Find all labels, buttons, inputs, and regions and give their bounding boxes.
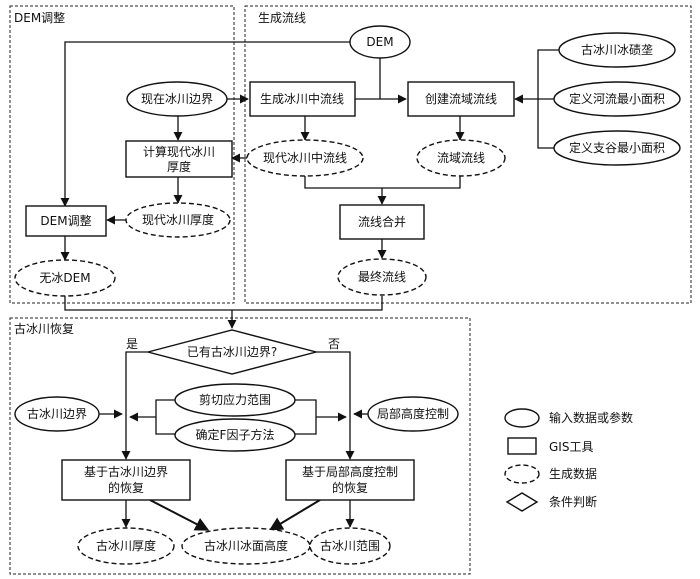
node-icefree-dem-label: 无冰DEM [39,271,90,285]
node-basin-flowline-label: 流域流线 [437,151,485,165]
node-f-factor [174,418,296,452]
node-local-height-label: 局部高度控制 [377,406,449,421]
node-current-boundary-label: 现在冰川边界 [141,92,213,106]
node-paleo-boundary-label: 古冰川边界 [27,406,87,421]
edge-decision-yes [121,351,148,460]
node-current-thickness-label: 现代冰川厚度 [142,212,214,227]
node-final-flowline [337,258,427,296]
edge-merge-join [304,176,461,189]
node-paleo-extent [309,527,391,565]
node-paleo-surface-label: 古冰川冰面高度 [204,538,288,553]
legend-diamond-icon [505,492,539,512]
node-recover-height-label-1: 基于局部高度控制 [302,464,398,479]
node-final-flowline-label: 最终流线 [358,269,406,284]
node-gen-centerline [249,81,356,117]
legend: 输入数据或参数 GIS工具 生成数据 条件判断 [504,408,633,512]
node-calc-thickness-label-2: 厚度 [167,159,191,174]
edge-dem-to-demadjust [60,41,350,207]
node-dem-label: DEM [366,35,393,49]
legend-gis-label: GIS工具 [549,440,593,454]
node-paleo-moraine-label: 古冰川冰碛垄 [581,42,653,57]
node-decision [145,329,319,375]
decision-no-label: 否 [328,337,340,351]
edge-params-bracket-right [295,399,317,435]
node-icefree-dem [14,259,116,297]
legend-ellipse-icon [504,408,540,428]
decision-yes-label: 是 [126,337,138,351]
edge-decision-no [316,351,355,460]
edge-params-bracket-left [155,399,175,435]
node-create-basin-flowline-label: 创建流域流线 [425,92,497,106]
region-label-paleo-recovery: 古冰川恢复 [14,321,74,336]
edge-recover-to-surface-b [268,499,321,531]
edge-recover-to-surface-a [149,499,210,531]
node-dem [349,25,411,59]
legend-dashed-ellipse-icon [504,464,540,484]
node-min-branch-area [553,130,681,166]
node-min-river-area [553,81,681,117]
node-current-boundary [126,81,228,117]
node-current-centerline-label: 现代冰川中流线 [263,150,347,165]
node-recover-boundary-label-1: 基于古冰川边界 [84,464,168,479]
node-gen-centerline-label: 生成冰川中流线 [260,91,344,106]
node-merge-flowlines [339,204,425,240]
node-recover-boundary [61,459,191,501]
node-dem-adjust [25,205,107,237]
node-paleo-moraine [558,32,676,68]
node-paleo-thickness-label: 古冰川厚度 [96,538,156,553]
node-min-river-area-label: 定义河流最小面积 [569,91,665,106]
region-label-dem-adjust: DEM调整 [14,10,65,25]
node-paleo-extent-label: 古冰川范围 [320,538,380,553]
node-recover-boundary-label-2: 的恢复 [108,480,144,495]
region-paleo-recovery [9,317,471,575]
node-f-factor-label: 确定F因子方法 [196,427,275,442]
node-recover-height-label-2: 的恢复 [332,480,368,495]
node-merge-flowlines-label: 流线合并 [358,214,406,229]
node-decision-label: 已有古冰川边界? [187,344,277,359]
legend-generated-label: 生成数据 [549,466,597,481]
node-local-height [367,396,459,432]
node-basin-flowline [416,139,506,177]
node-min-branch-area-label: 定义支谷最小面积 [569,140,665,155]
node-shear-stress-label: 剪切应力范围 [199,392,271,407]
node-create-basin-flowline [407,81,515,117]
legend-rect-icon [507,437,537,455]
node-shear-stress [174,383,296,417]
legend-input-label: 输入数据或参数 [549,410,633,425]
region-flowline-gen [244,5,692,304]
legend-decision-label: 条件判断 [549,494,597,509]
node-paleo-thickness [77,527,175,565]
node-current-thickness [125,202,231,238]
node-dem-adjust-label: DEM调整 [40,213,91,228]
node-current-centerline [246,139,364,177]
region-label-flowline-gen: 生成流线 [258,11,306,25]
node-paleo-boundary [14,396,100,432]
edge-outputs-join [64,296,383,311]
node-calc-thickness-label-1: 计算现代冰川 [143,144,215,159]
node-recover-height [285,459,415,501]
node-calc-thickness [125,140,233,178]
